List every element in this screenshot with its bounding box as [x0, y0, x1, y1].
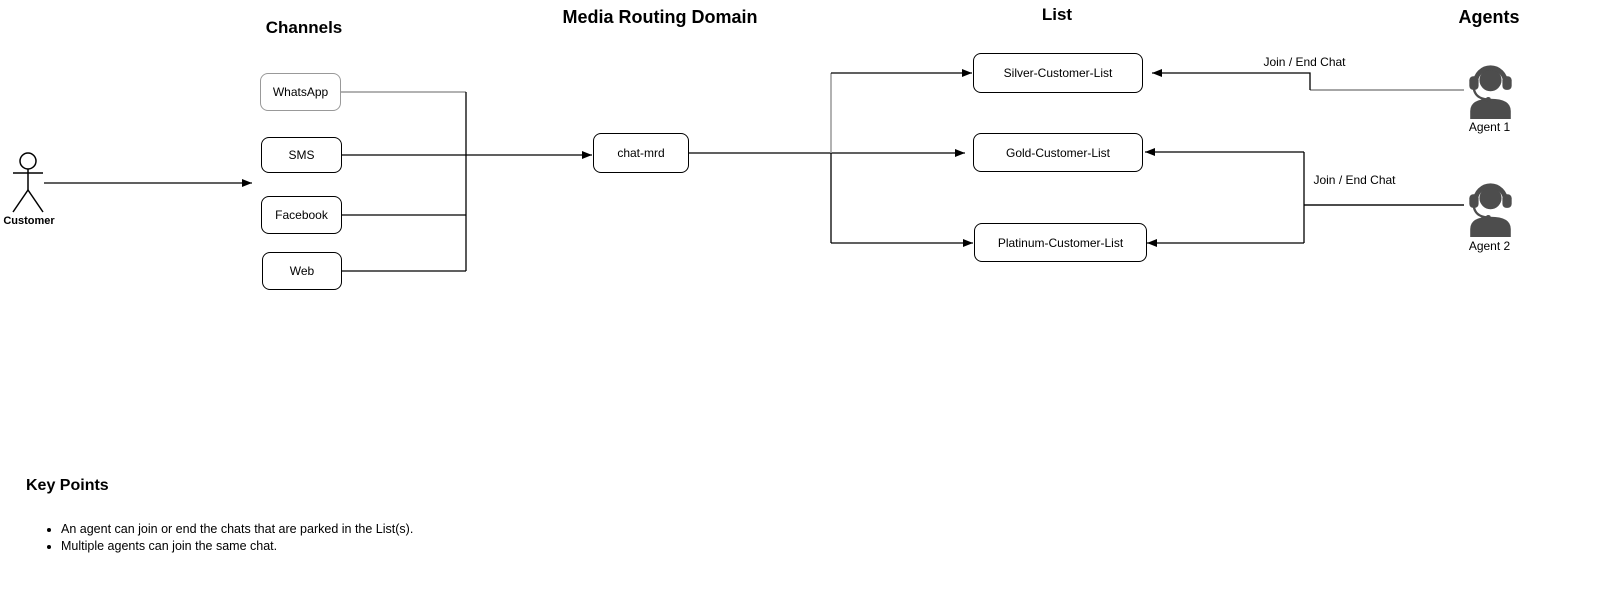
list-node-platinum: Platinum-Customer-List: [974, 223, 1147, 262]
list-node-gold: Gold-Customer-List: [973, 133, 1143, 172]
edge-agent1-to-silver: [1152, 69, 1311, 90]
edge-label-agent1-join-end-chat: Join / End Chat: [1263, 55, 1346, 69]
media-routing-domain-heading: Media Routing Domain: [562, 7, 758, 27]
list-node-silver: Silver-Customer-List: [973, 53, 1143, 93]
agent-2-icon: [1464, 177, 1517, 237]
channel-node-web: Web: [262, 252, 342, 290]
mrd-node-chat-mrd: chat-mrd: [593, 133, 689, 173]
agent-1-icon: [1464, 59, 1517, 119]
channels-heading: Channels: [265, 18, 343, 37]
list-heading: List: [1041, 5, 1073, 24]
key-point-item: An agent can join or end the chats that …: [61, 521, 413, 538]
agent-2-label: Agent 2: [1468, 239, 1511, 253]
customer-label: Customer: [3, 215, 55, 227]
agents-heading: Agents: [1458, 7, 1520, 27]
key-point-item: Multiple agents can join the same chat.: [61, 538, 413, 555]
key-points-list: An agent can join or end the chats that …: [44, 521, 413, 555]
customer-actor-icon: [12, 152, 44, 213]
channel-node-facebook: Facebook: [261, 196, 342, 234]
edge-label-agent2-join-end-chat: Join / End Chat: [1313, 173, 1396, 187]
channel-node-sms: SMS: [261, 137, 342, 173]
channel-node-whatsapp: WhatsApp: [260, 73, 341, 111]
key-points-title: Key Points: [26, 477, 109, 494]
agent-1-label: Agent 1: [1468, 120, 1511, 134]
